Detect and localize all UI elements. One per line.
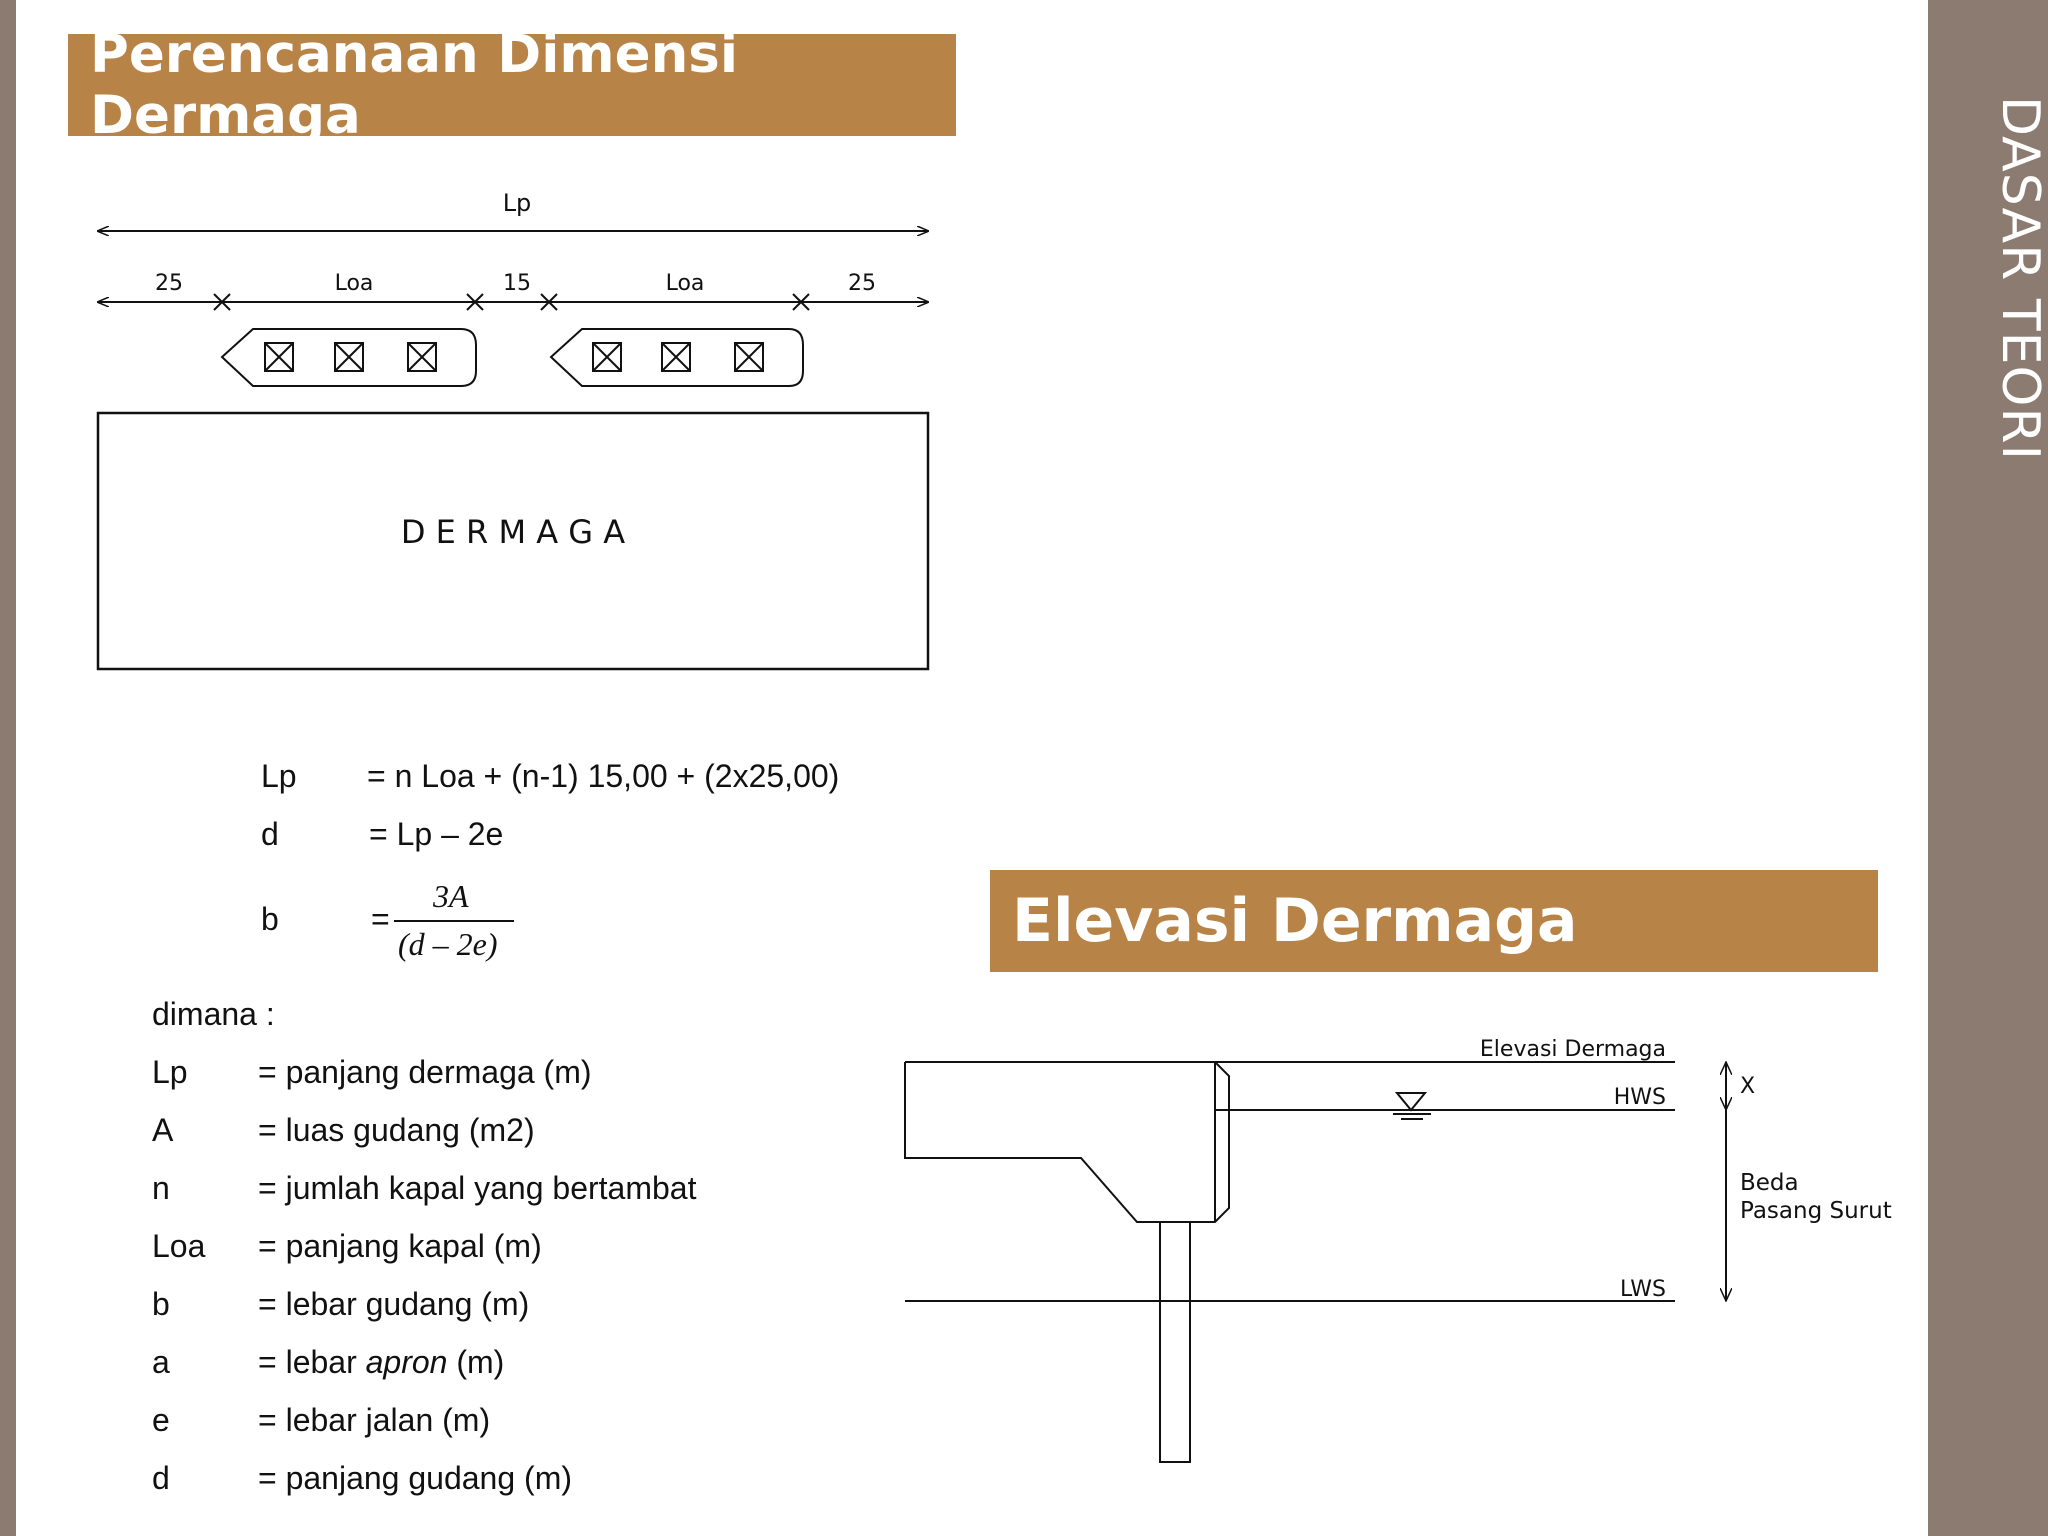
definition-symbol: n bbox=[152, 1170, 170, 1206]
formula-b-fraction-bar bbox=[394, 920, 514, 922]
dermaga-deck-structure bbox=[904, 1061, 1230, 1463]
segment-label-loa-1: Loa bbox=[335, 271, 374, 296]
dermaga-box bbox=[96, 411, 930, 671]
lws-label: LWS bbox=[1620, 1277, 1666, 1302]
definition-symbol: Lp bbox=[152, 1054, 188, 1090]
beda-label-line1: Beda bbox=[1740, 1170, 1799, 1196]
definition-symbol: A bbox=[152, 1112, 174, 1148]
formula-b-equals: = bbox=[371, 901, 390, 937]
side-title: DASAR TEORI bbox=[1990, 96, 2048, 461]
section-title-elevasi: Elevasi Dermaga bbox=[990, 870, 1878, 972]
formula-d-symbol: d bbox=[261, 816, 279, 852]
where-label: dimana : bbox=[152, 996, 275, 1032]
definition-text: = panjang dermaga (m) bbox=[258, 1054, 592, 1090]
definition-symbol: Loa bbox=[152, 1228, 206, 1264]
formula-b-symbol: b bbox=[261, 901, 279, 937]
formula-lp-expression: = n Loa + (n-1) 15,00 + (2x25,00) bbox=[367, 758, 840, 794]
definition-text: = panjang gudang (m) bbox=[258, 1460, 572, 1496]
left-border-strip bbox=[0, 0, 16, 1536]
side-panel bbox=[1928, 0, 2048, 1536]
definition-text-pre: = lebar bbox=[258, 1344, 366, 1380]
definition-text: = lebar jalan (m) bbox=[258, 1402, 491, 1438]
formula-b-denominator: (d – 2e) bbox=[398, 926, 498, 962]
definition-symbol: b bbox=[152, 1286, 170, 1322]
beda-label-line2: Pasang Surut bbox=[1740, 1198, 1892, 1224]
x-label: X bbox=[1740, 1074, 1755, 1099]
formula-d-expression: = Lp – 2e bbox=[369, 816, 504, 852]
segment-label-loa-2: Loa bbox=[666, 271, 705, 296]
definition-text: = lebar apron (m) bbox=[258, 1344, 504, 1381]
definition-symbol: e bbox=[152, 1402, 170, 1438]
formula-lp-symbol: Lp bbox=[261, 758, 297, 794]
formula-b-numerator: 3A bbox=[433, 878, 469, 914]
section-title-perencanaan: Perencanaan Dimensi Dermaga bbox=[68, 24, 956, 146]
dermaga-label: D E R M A G A bbox=[401, 513, 625, 551]
segment-label-15: 15 bbox=[503, 271, 531, 296]
hws-label: HWS bbox=[1614, 1085, 1666, 1110]
definition-text-italic: apron bbox=[365, 1344, 448, 1380]
definition-text: = lebar gudang (m) bbox=[258, 1286, 530, 1322]
definition-symbol: d bbox=[152, 1460, 170, 1496]
definition-text: = jumlah kapal yang bertambat bbox=[258, 1170, 697, 1206]
definition-symbol: a bbox=[152, 1344, 170, 1380]
segment-dimension-line bbox=[98, 293, 928, 311]
segment-label-25-right: 25 bbox=[848, 271, 876, 296]
definition-text: = luas gudang (m2) bbox=[258, 1112, 535, 1148]
definition-text: = panjang kapal (m) bbox=[258, 1228, 542, 1264]
definition-text-post: (m) bbox=[447, 1344, 505, 1380]
lp-label: Lp bbox=[503, 189, 532, 217]
ship-icon-1 bbox=[220, 328, 477, 387]
elevasi-dermaga-label: Elevasi Dermaga bbox=[1480, 1037, 1666, 1062]
segment-label-25-left: 25 bbox=[155, 271, 183, 296]
water-level-icon bbox=[1393, 1092, 1431, 1120]
ship-icon-2 bbox=[549, 328, 804, 387]
